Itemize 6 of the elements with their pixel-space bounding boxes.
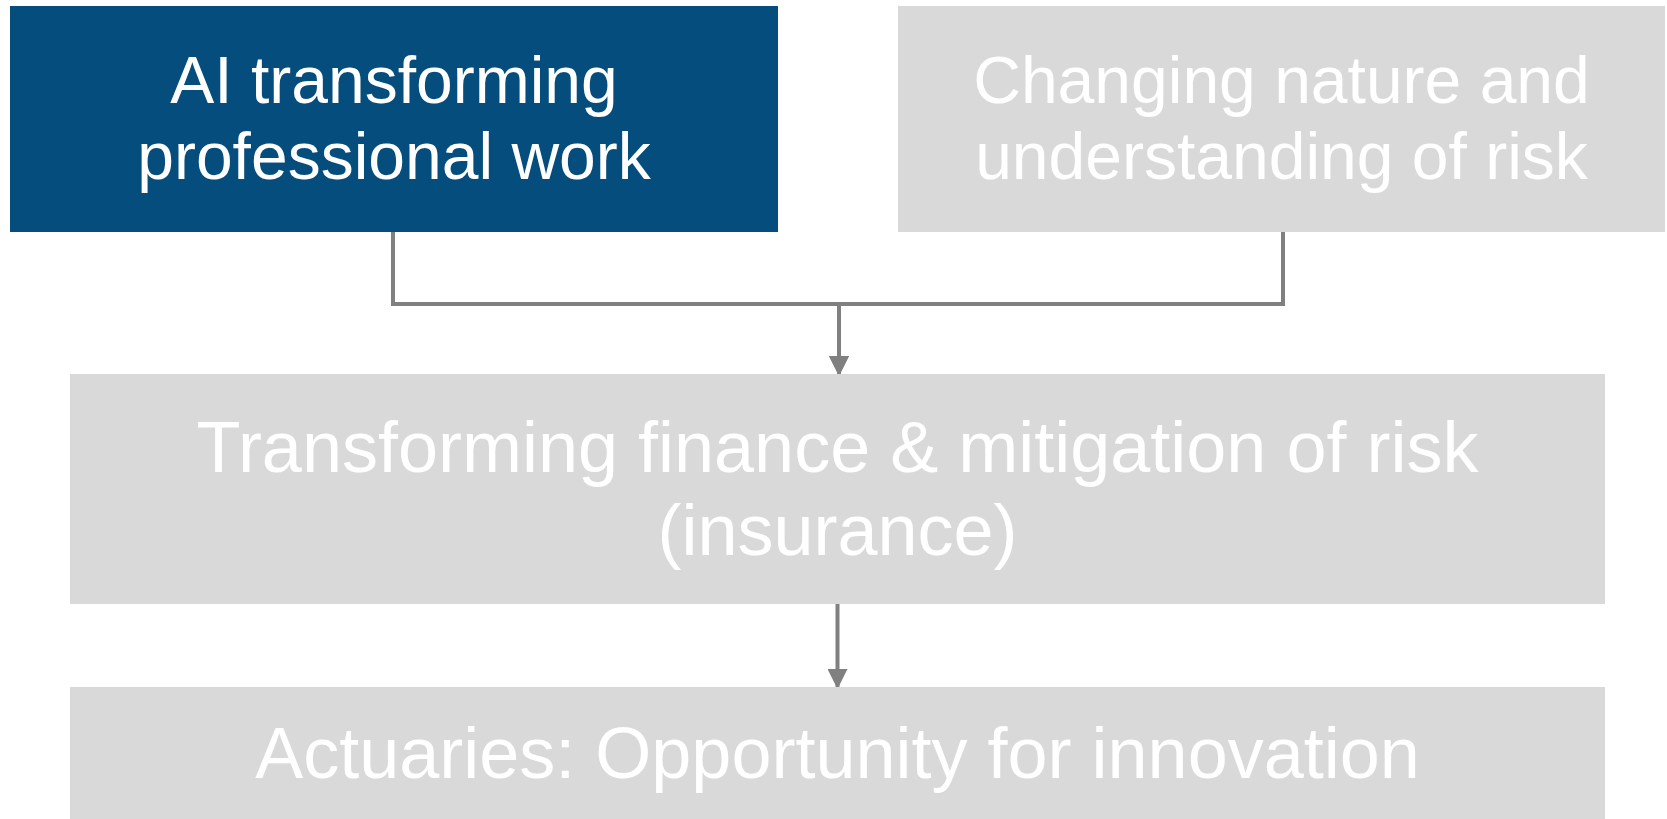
text-box	[898, 6, 1665, 232]
connector-arrow	[827, 604, 848, 689]
text-box	[70, 687, 1605, 819]
text-box	[70, 374, 1605, 604]
text-box	[10, 6, 778, 232]
box-text: AI transforming professional work	[136, 43, 652, 195]
